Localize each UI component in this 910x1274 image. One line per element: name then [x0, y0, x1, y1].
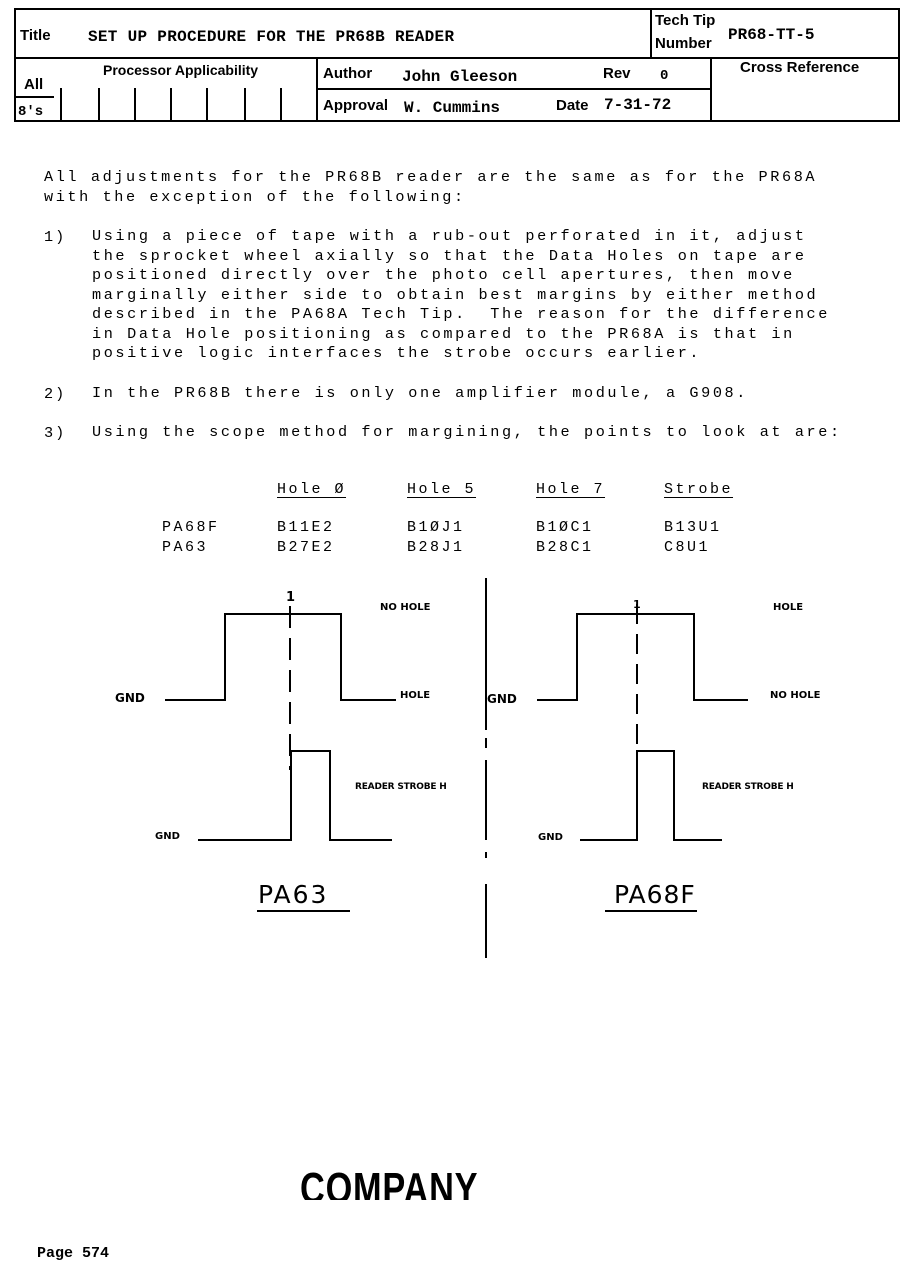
table-cell: B1ØJ1	[407, 519, 465, 536]
rev-label: Rev	[603, 65, 631, 82]
table-header: Strobe	[664, 481, 734, 498]
right-gnd2-label: GND	[538, 832, 563, 843]
right-marker-label: 1	[633, 598, 641, 611]
author-label: Author	[323, 65, 373, 82]
right-strobe-waveform	[580, 750, 722, 841]
left-strobe-waveform	[198, 750, 392, 841]
left-data-waveform	[165, 613, 396, 701]
left-no-hole-label: NO HOLE	[380, 602, 431, 613]
right-strobe-label: READER STROBE H	[702, 782, 794, 792]
cross-reference-label: Cross Reference	[740, 59, 860, 76]
date-value: 7-31-72	[604, 96, 672, 114]
author-value: John Gleeson	[402, 68, 518, 86]
page-number: Page 574	[37, 1245, 110, 1262]
right-no-hole-label: NO HOLE	[770, 690, 821, 701]
left-caption: PA63	[258, 880, 329, 909]
item-3-number: 3)	[44, 424, 67, 442]
item-3-text: Using the scope method for margining, th…	[92, 423, 842, 441]
right-caption: PA68F	[614, 880, 696, 909]
rev-value: 0	[660, 68, 669, 84]
table-cell: B11E2	[277, 519, 335, 536]
table-header: Hole 7	[536, 481, 606, 498]
table-row-label: PA68F	[162, 519, 220, 536]
table-header: Hole 5	[407, 481, 477, 498]
right-data-waveform	[537, 613, 748, 701]
table-cell: B1ØC1	[536, 519, 594, 536]
tech-tip-label: Tech Tip	[655, 12, 716, 29]
table-cell: B27E2	[277, 539, 335, 556]
item-2-text: In the PR68B there is only one amplifier…	[92, 384, 748, 402]
document-title: SET UP PROCEDURE FOR THE PR68B READER	[88, 28, 455, 46]
title-label: Title	[20, 27, 51, 44]
left-hole-label: HOLE	[400, 690, 431, 701]
all-label: All	[24, 76, 44, 93]
timing-diagram	[165, 578, 748, 958]
number-label: Number	[655, 35, 712, 52]
table-cell: B28C1	[536, 539, 594, 556]
table-cell: B28J1	[407, 539, 465, 556]
item-1-number: 1)	[44, 228, 67, 246]
item-1-text: Using a piece of tape with a rub-out per…	[92, 227, 830, 362]
table-cell: C8U1	[664, 539, 711, 556]
left-marker-label: 1	[286, 590, 296, 605]
left-gnd2-label: GND	[155, 831, 180, 842]
date-label: Date	[556, 97, 589, 114]
table-cell: B13U1	[664, 519, 722, 536]
confidential-stamp: COMPANY CONFIDENTIAL	[300, 1170, 720, 1216]
approval-value: W. Cummins	[404, 99, 501, 117]
table-header: Hole Ø	[277, 481, 347, 498]
intro-paragraph: All adjustments for the PR68B reader are…	[44, 168, 818, 206]
right-gnd-label: GND	[487, 692, 517, 706]
approval-label: Approval	[323, 97, 389, 114]
all-value: 8's	[18, 104, 44, 120]
processor-applicability-label: Processor Applicability	[103, 62, 259, 78]
left-gnd-label: GND	[115, 691, 145, 705]
left-strobe-label: READER STROBE H	[355, 782, 447, 792]
right-hole-label: HOLE	[773, 602, 804, 613]
item-2-number: 2)	[44, 385, 67, 403]
tech-tip-number: PR68-TT-5	[728, 26, 815, 44]
table-row-label: PA63	[162, 539, 209, 556]
